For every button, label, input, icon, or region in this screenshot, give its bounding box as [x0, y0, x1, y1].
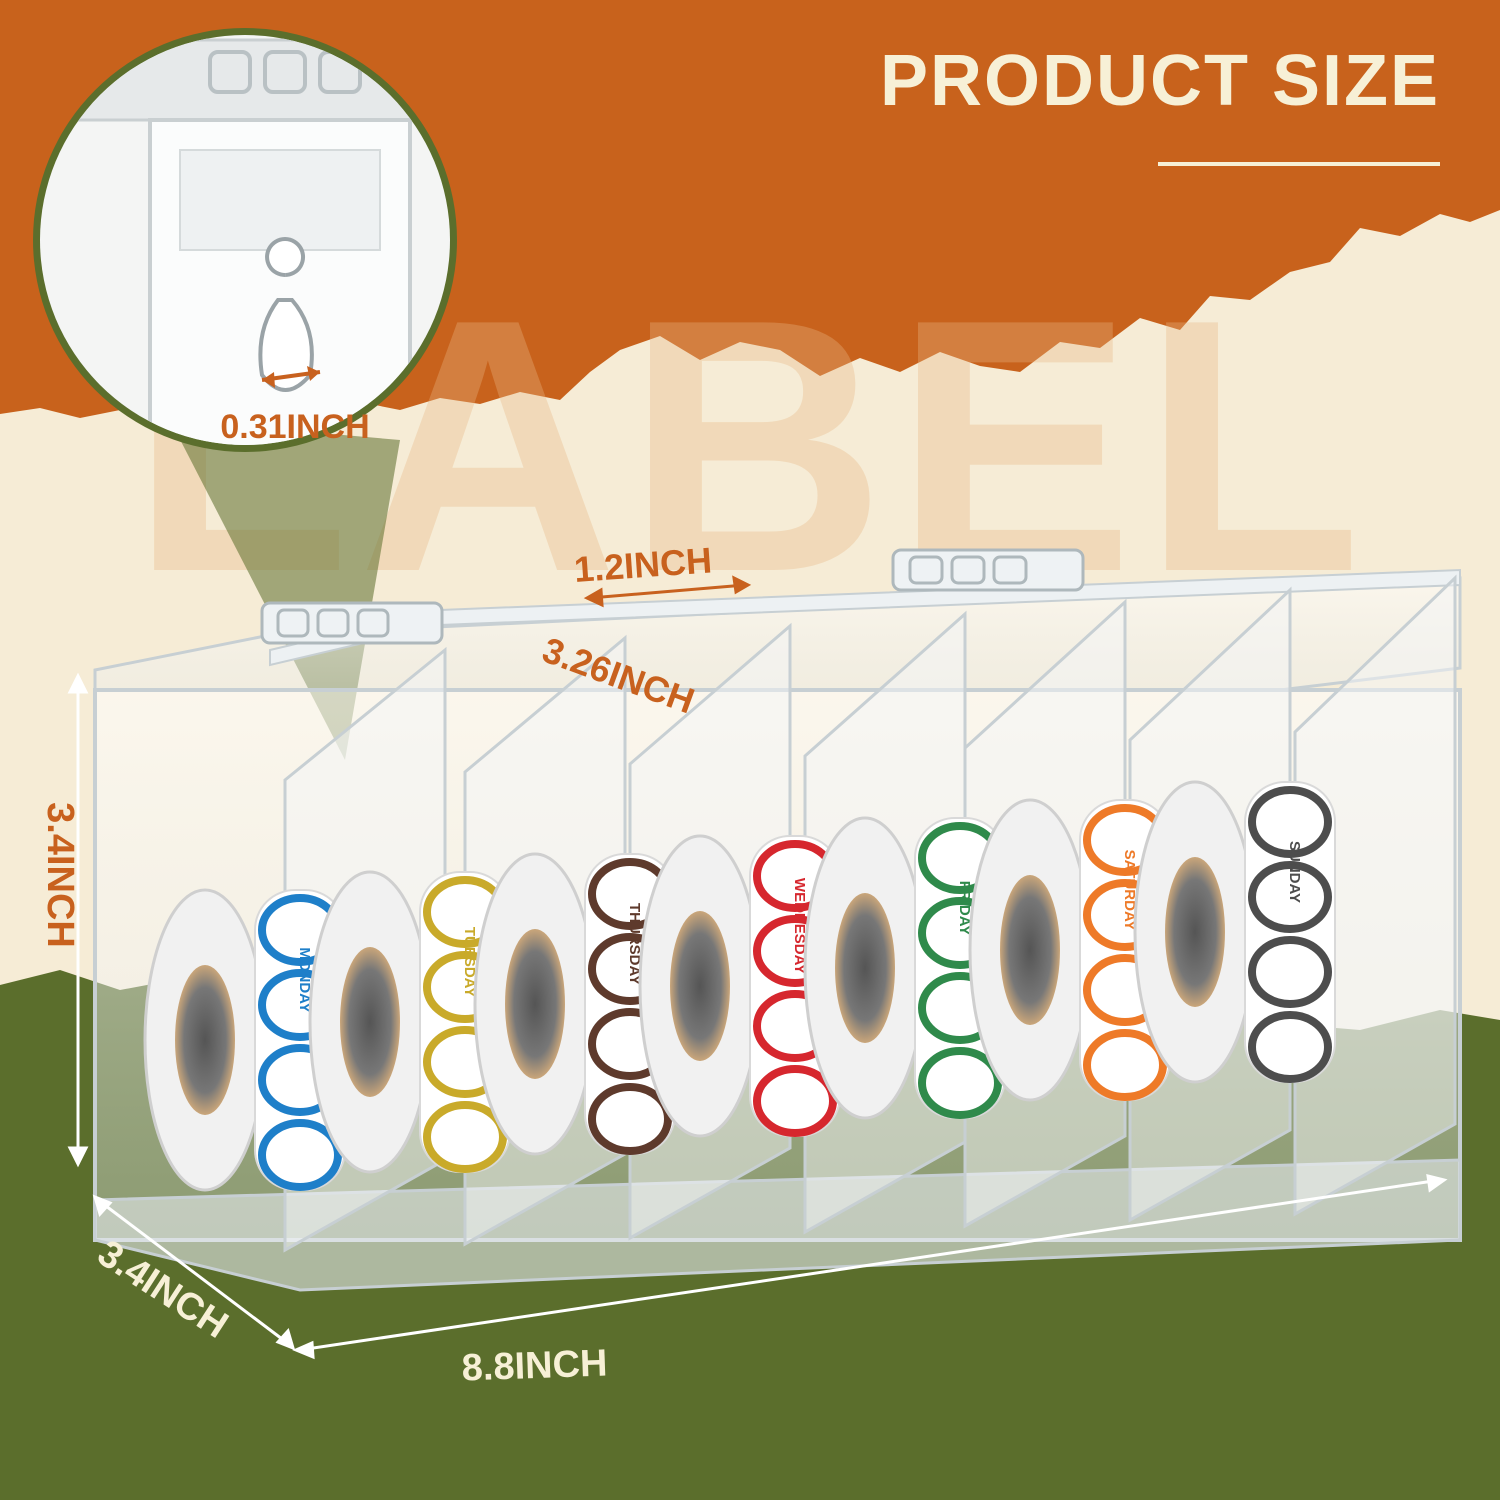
label-roll: FRIDAY — [803, 816, 1006, 1120]
dimension-arrows — [67, 672, 1448, 1360]
right-hinge-icon — [891, 548, 1085, 592]
roll-day-label: WEDNESDAY — [791, 878, 808, 974]
roll-day-label: MONDAY — [296, 947, 313, 1012]
roll-day-label: TUESDAY — [461, 927, 478, 997]
slot-arrows — [583, 575, 752, 608]
hole-dimension-label: 0.31INCH — [220, 408, 369, 446]
left-hinge-icon — [260, 601, 444, 645]
title-underline — [1158, 162, 1440, 166]
label-roll: SATURDAY — [968, 798, 1171, 1102]
length-label: 8.8INCH — [461, 1342, 608, 1389]
height-label: 3.4INCH — [39, 802, 81, 948]
roll-day-label: FRIDAY — [956, 881, 973, 935]
roll-day-label: SUNDAY — [1286, 841, 1303, 903]
slot-width-label: 1.2INCH — [573, 539, 714, 590]
page-title: PRODUCT SIZE — [880, 41, 1440, 121]
keyhole-icon — [258, 237, 314, 392]
label-roll: SUNDAY — [1133, 780, 1336, 1084]
roll-day-label: THURSDAY — [626, 903, 643, 985]
acrylic-box: MONDAY TUESDAY THURSDAY WEDNESDAY FRIDAY SATU… — [93, 548, 1462, 1292]
roll-day-label: SATURDAY — [1121, 850, 1138, 931]
